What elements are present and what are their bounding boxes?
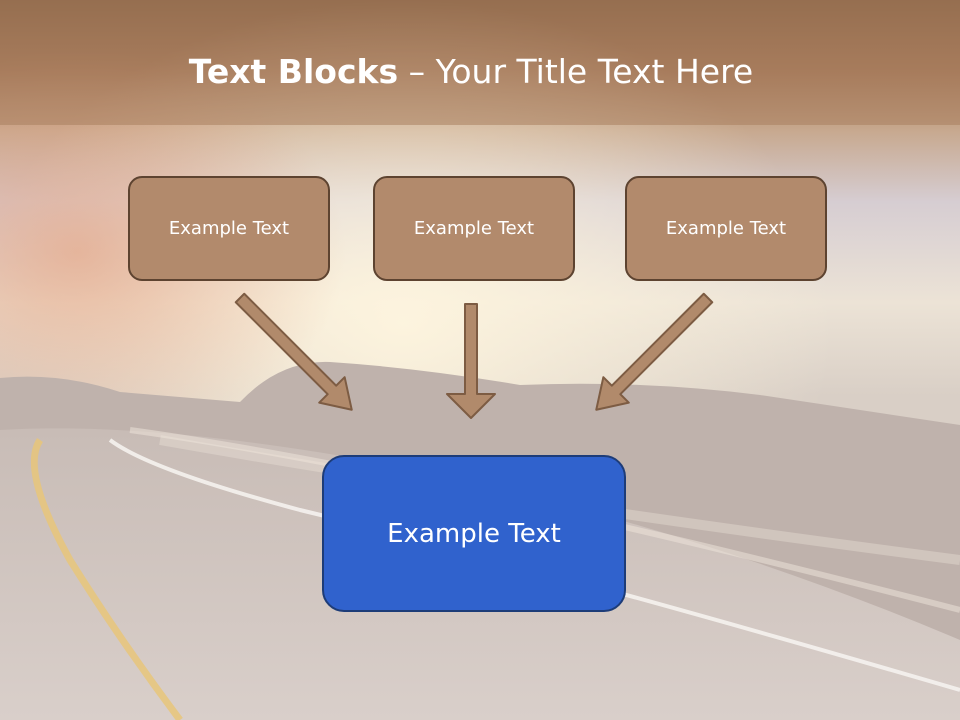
text-block-right-label: Example Text: [665, 218, 787, 239]
arrow-down-right-icon: [234, 292, 353, 411]
text-block-left[interactable]: Example Text: [128, 176, 330, 281]
slide-title: Text Blocks – Your Title Text Here: [0, 52, 942, 91]
text-block-right[interactable]: Example Text: [625, 176, 827, 281]
target-block-label: Example Text: [387, 518, 561, 549]
title-regular-part: Your Title Text Here: [435, 52, 754, 91]
text-block-center-label: Example Text: [413, 218, 535, 239]
title-bold-part: Text Blocks: [188, 52, 399, 91]
target-block[interactable]: Example Text: [322, 455, 626, 612]
title-dash: –: [398, 52, 436, 91]
arrow-down-left-icon: [595, 292, 714, 411]
arrow-down-icon: [446, 303, 496, 419]
text-block-center[interactable]: Example Text: [373, 176, 575, 281]
text-block-left-label: Example Text: [168, 218, 290, 239]
